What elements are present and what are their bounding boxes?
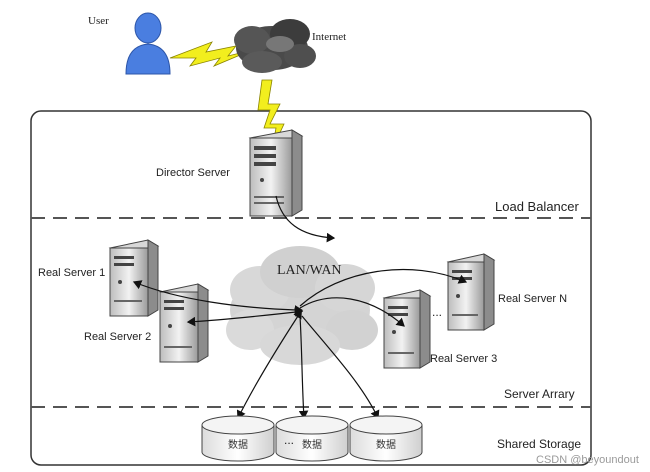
- database-1-icon: [201, 415, 275, 462]
- real-server-2-icon: [158, 283, 210, 363]
- real-server-n-label: Real Server N: [498, 293, 567, 305]
- database-2-icon: [275, 415, 349, 462]
- user-label: User: [88, 15, 109, 27]
- shared-storage-label: Shared Storage: [497, 437, 581, 451]
- database-1-label: 数据: [228, 438, 248, 451]
- real-server-n-icon: [446, 253, 496, 331]
- load-balancer-label: Load Balancer: [495, 199, 580, 214]
- link-hub-db1: [236, 309, 302, 420]
- real-server-3-label: Real Server 3: [430, 353, 497, 365]
- database-2-label: 数据: [302, 438, 322, 451]
- watermark: CSDN @beyoundout: [536, 454, 639, 466]
- database-2-ellipsis: ...: [284, 433, 294, 447]
- database-3-icon: [349, 415, 423, 462]
- link-hub-rsn: [299, 268, 468, 307]
- lan-wan-label: LAN/WAN: [277, 263, 342, 278]
- system-frame: [30, 110, 592, 466]
- director-server-icon: [248, 129, 304, 217]
- real-server-1-label: Real Server 1: [38, 267, 105, 279]
- internet-cloud-icon: [234, 19, 316, 73]
- real-server-3-icon: [382, 289, 432, 369]
- user-icon: [125, 12, 171, 75]
- link-hub-rs3: [299, 297, 405, 327]
- server-ellipsis: ...: [432, 305, 442, 319]
- real-server-2-label: Real Server 2: [84, 331, 151, 343]
- server-array-label: Server Arrary: [504, 387, 575, 401]
- real-server-1-icon: [108, 239, 160, 317]
- link-hub-db3: [301, 315, 380, 420]
- director-label: Director Server: [156, 167, 230, 179]
- link-hub-db2: [298, 315, 309, 420]
- database-3-label: 数据: [376, 438, 396, 451]
- internet-label: Internet: [312, 31, 346, 43]
- link-director-lan: [275, 195, 336, 243]
